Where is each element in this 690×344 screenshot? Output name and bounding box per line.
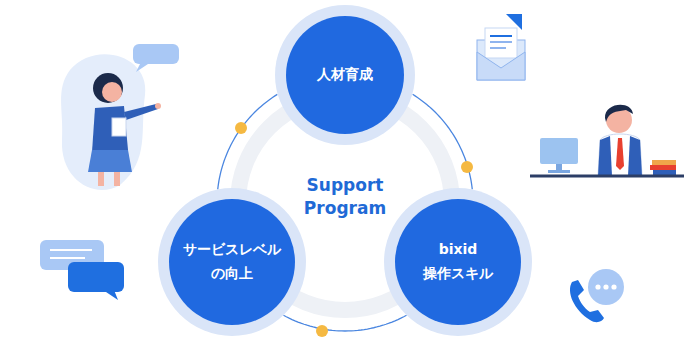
circle-label: bixid 操作スキル	[406, 238, 510, 286]
ring-dot	[235, 122, 247, 134]
chat-bubbles-icon	[40, 240, 124, 300]
circle-label: サービスレベル の向上	[180, 238, 284, 286]
ring-dot	[461, 161, 473, 173]
circle-label: 人材育成	[293, 63, 397, 87]
office-worker-figure	[530, 105, 684, 176]
presenter-figure	[61, 44, 179, 190]
ring-dot	[316, 325, 328, 337]
program-circle: 人材育成	[286, 16, 405, 135]
phone-icon	[570, 269, 624, 322]
program-circle: bixid 操作スキル	[395, 199, 521, 325]
center-title: Support Program	[295, 174, 395, 220]
envelope-icon	[477, 14, 525, 80]
program-circle: サービスレベル の向上	[169, 199, 295, 325]
